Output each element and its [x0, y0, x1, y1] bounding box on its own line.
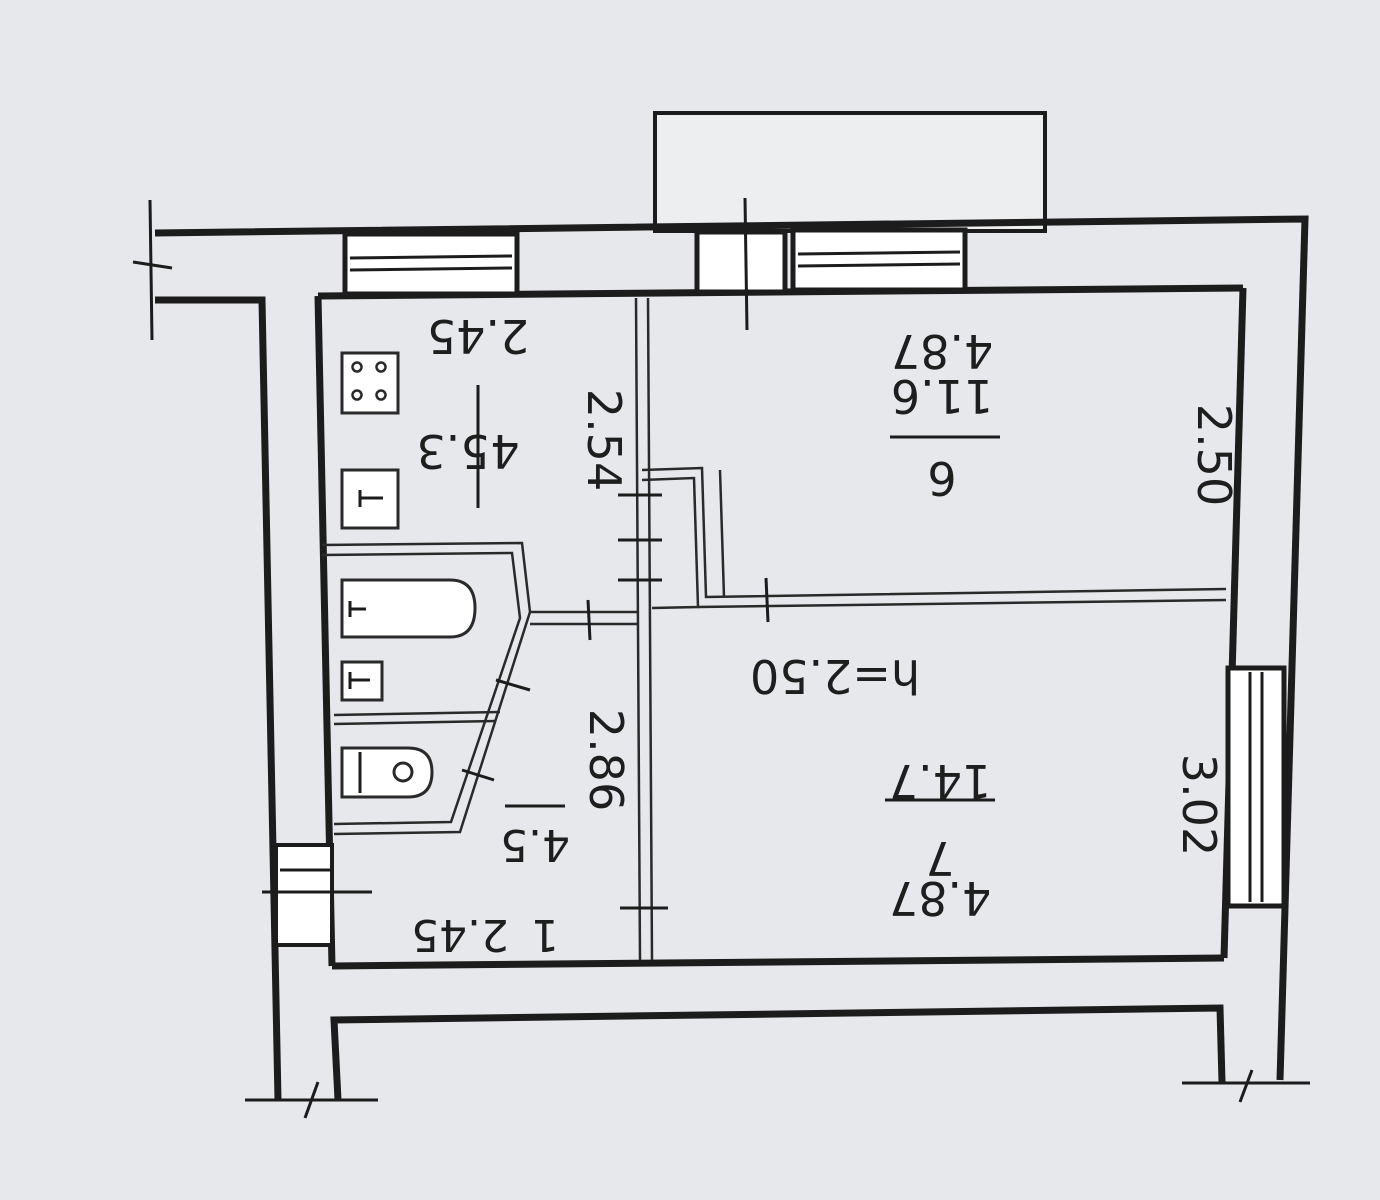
hall-number: 1	[531, 909, 559, 960]
hall-labels: 1 2.45 4.5	[411, 819, 570, 960]
window-room-6	[790, 227, 968, 293]
room-6-number: 6	[927, 451, 956, 505]
stove-icon	[340, 351, 400, 415]
toilet-icon	[340, 746, 434, 799]
room-6-area: 11.6	[891, 369, 993, 423]
door-marks	[461, 493, 770, 910]
hall-length: 2.86	[579, 709, 633, 811]
room-6-labels: 6 11.6 4.87	[891, 324, 993, 505]
washbasin-icon	[340, 660, 384, 702]
kitchen-width: 2.45	[427, 309, 529, 363]
kitchen-sink-icon	[340, 468, 400, 530]
kitchen-number: 4	[490, 424, 519, 478]
room-6-length: 2.50	[1187, 404, 1241, 506]
room-6-width: 4.87	[891, 324, 993, 378]
bathtub-icon	[340, 578, 477, 639]
balcony-door	[694, 197, 788, 331]
kitchen-length: 2.54	[577, 389, 631, 491]
ceiling-height: h=2.50	[750, 649, 920, 703]
room-7-number: 7	[925, 831, 954, 885]
entrance-door	[262, 843, 372, 947]
window-room-7	[1225, 665, 1287, 909]
window-kitchen	[342, 231, 520, 297]
partitions	[321, 297, 1227, 961]
room-7-width: 4.87	[889, 871, 991, 925]
room-7-length: 3.02	[1172, 754, 1226, 856]
hall-width: 2.45	[411, 909, 509, 960]
hall-area: 4.5	[500, 819, 570, 870]
balcony	[653, 111, 1047, 233]
wall-break-marks	[132, 199, 1310, 1119]
